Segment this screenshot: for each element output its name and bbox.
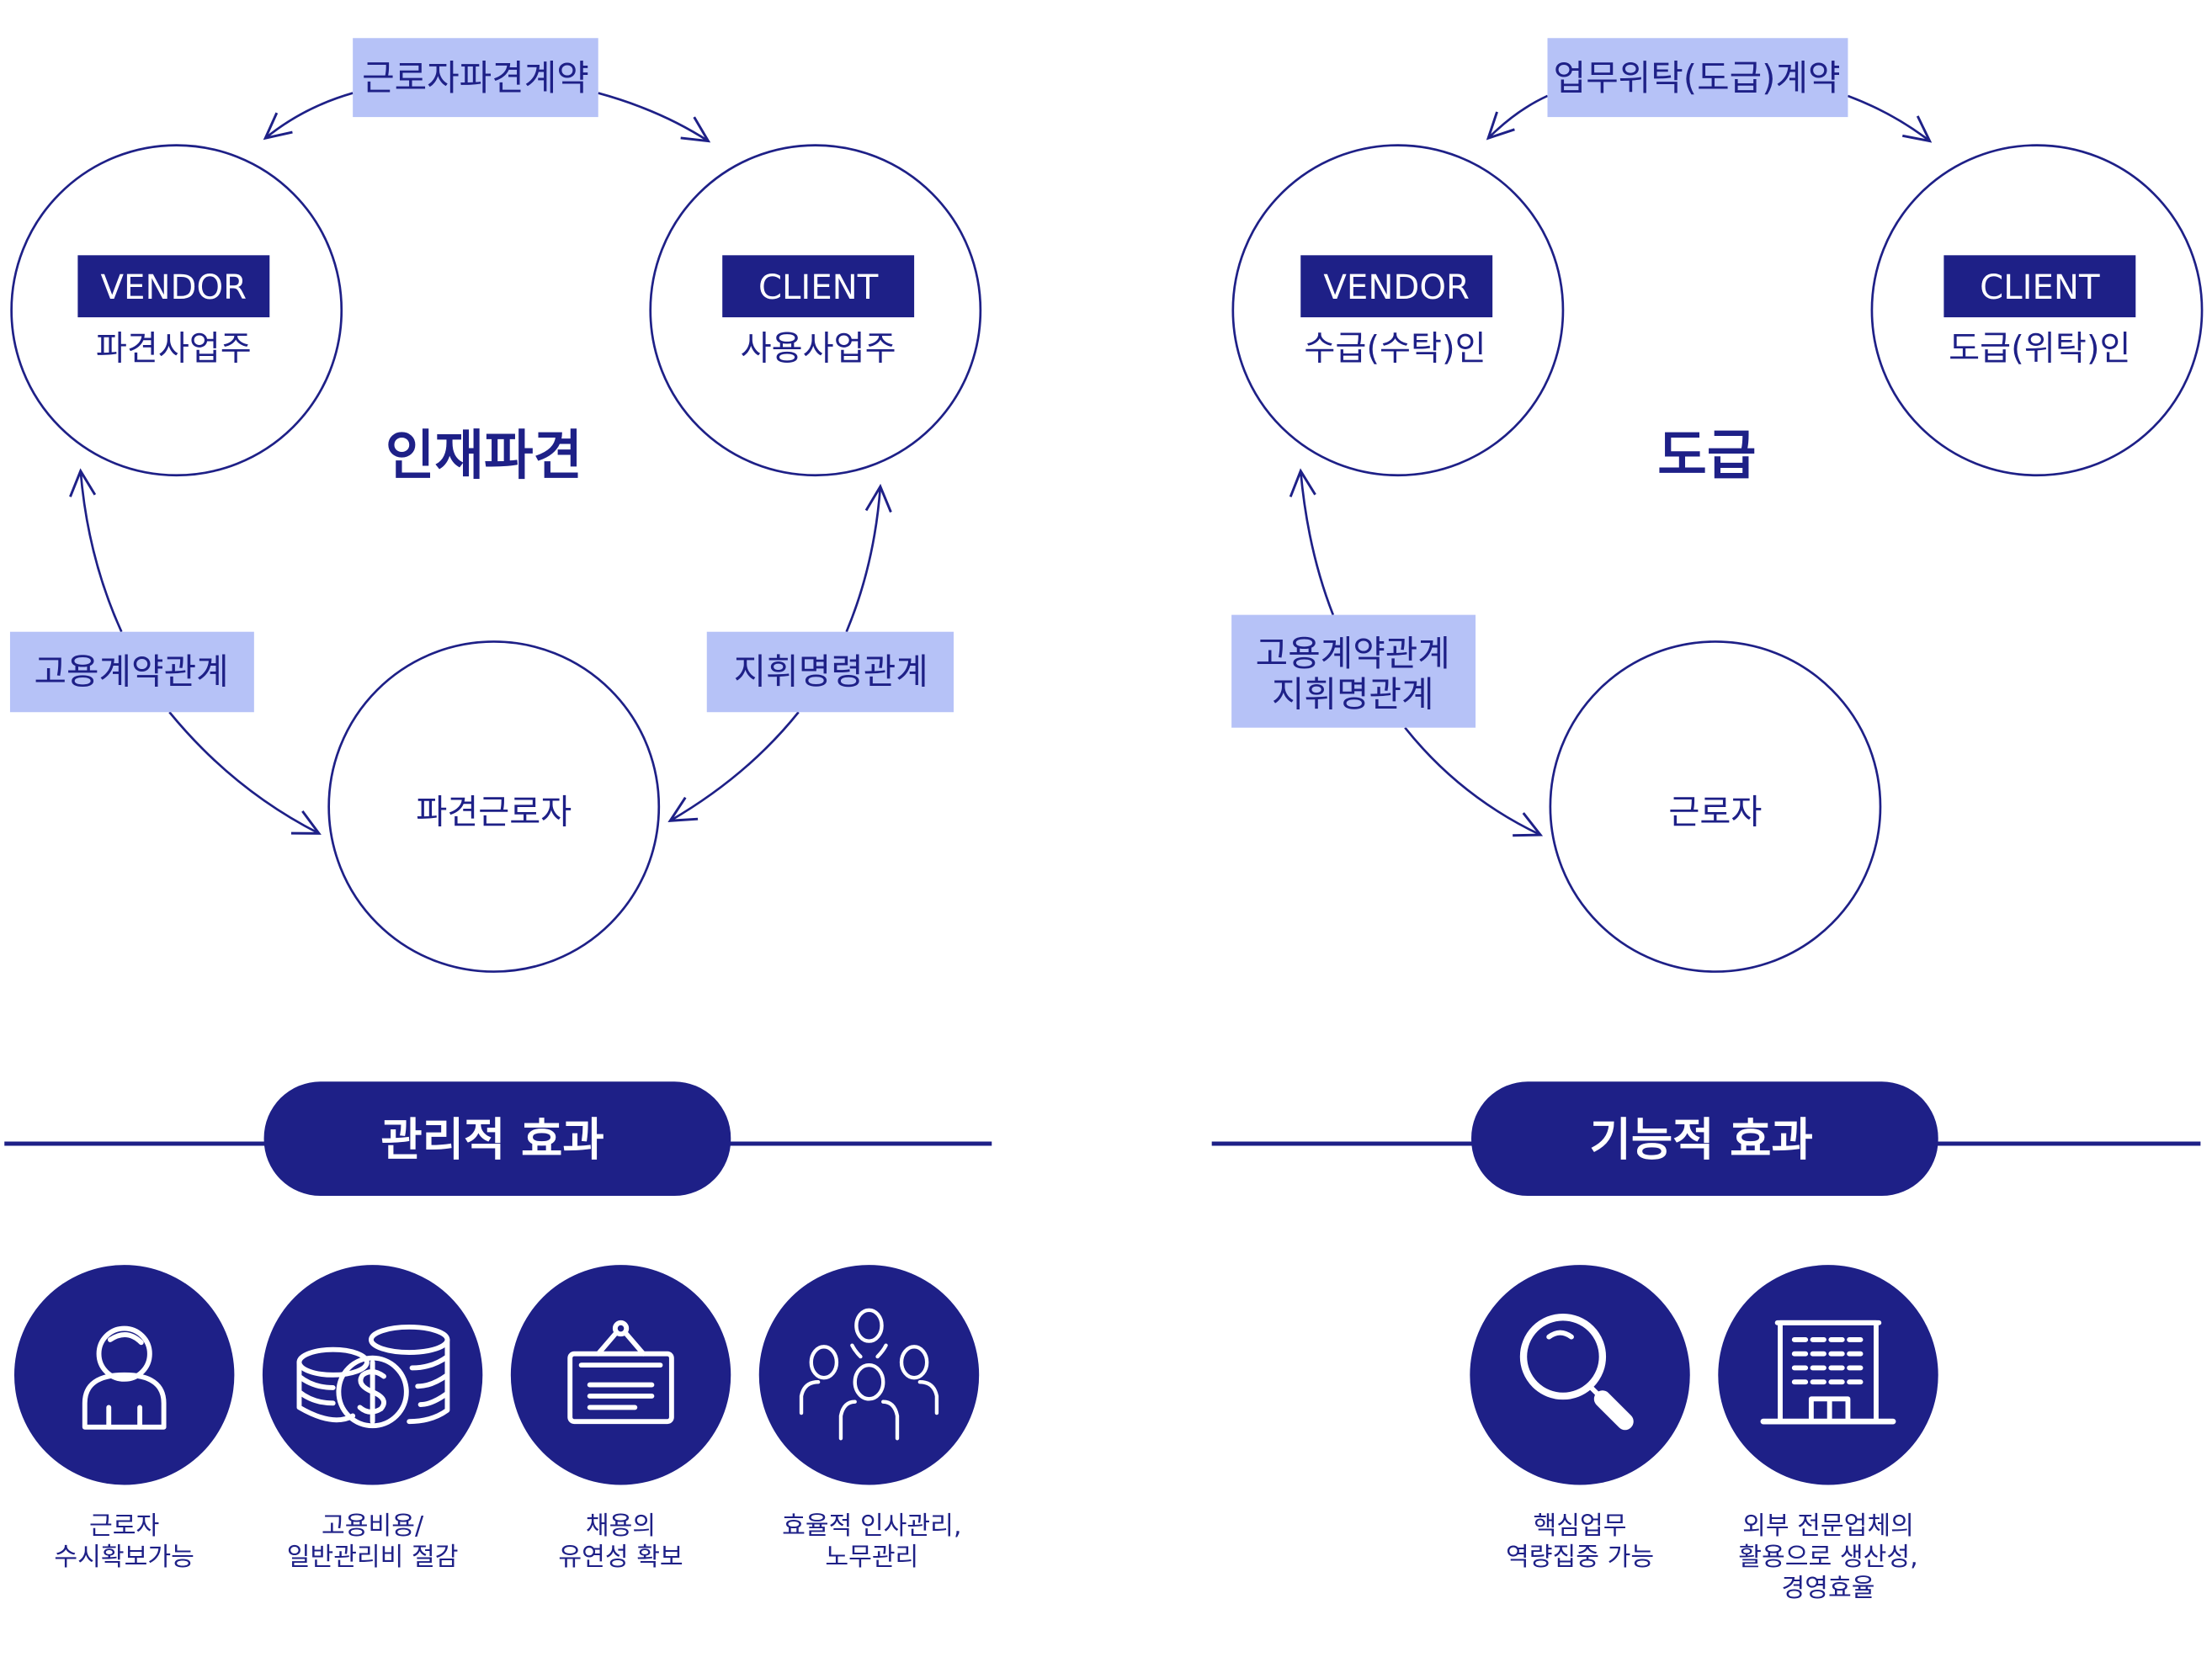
command-label: 지휘명령관계 (734, 651, 928, 693)
arrow-command-to-worker (667, 711, 800, 822)
worker-name: 파견근로자 (416, 794, 572, 832)
effect-circle (758, 1265, 980, 1485)
effect-caption-line: 고용비용/ (322, 1511, 424, 1541)
vendor-name: 수급(수탁)인 (1304, 329, 1486, 368)
worker-circle (327, 640, 661, 973)
effect-circle (1470, 1265, 1690, 1485)
arrow-relation-to-vendor (1289, 468, 1335, 616)
arrow-employment-to-worker (168, 711, 322, 835)
vendor-tag: VENDOR (101, 268, 247, 307)
effect-caption-line: 경영효율 (1781, 1574, 1874, 1603)
worker-name: 근로자 (1668, 794, 1762, 832)
admin-effects-section: 관리적 효과 근로자 수시확보가능 고용비용/ 일반관리비 절감 (4, 1081, 992, 1572)
arrow-to-client (598, 92, 711, 143)
functional-heading-pill (1471, 1081, 1938, 1197)
effect-caption-line: 유연성 확보 (558, 1543, 683, 1572)
arrow-to-vendor (1486, 94, 1549, 141)
person-icon (82, 1325, 167, 1430)
arrow-command-to-client (845, 483, 892, 633)
effect-circle (1718, 1265, 1938, 1485)
contract-label-box (1547, 38, 1848, 118)
effect-caption-line: 역량집중 가능 (1506, 1543, 1654, 1572)
client-tag: CLIENT (758, 268, 879, 307)
effect-circle (510, 1265, 731, 1485)
arrow-to-vendor (263, 92, 354, 141)
relation-label-line-2: 지휘명관계 (1272, 674, 1434, 715)
relation-label-box (1231, 614, 1476, 728)
arrow-employment-to-vendor (69, 468, 123, 633)
effect-caption-line: 효율적 인사관리, (782, 1511, 961, 1541)
employment-label-box (9, 631, 254, 713)
contract-label: 업무위탁(도급)계약 (1554, 57, 1841, 98)
vendor-tag: VENDOR (1323, 268, 1470, 307)
effect-caption-line: 핵심업무 (1534, 1511, 1627, 1541)
vendor-tag-box (77, 255, 270, 318)
client-name: 사용사업주 (741, 329, 896, 368)
client-tag-box (722, 255, 915, 318)
people-group-icon (799, 1308, 939, 1441)
client-name: 도급(위탁)인 (1949, 329, 2130, 368)
building-icon (1760, 1320, 1896, 1425)
effect-caption-line: 채용의 (586, 1511, 656, 1541)
client-tag: CLIENT (1980, 268, 2100, 307)
signboard-icon (567, 1320, 674, 1425)
coins-icon (296, 1324, 450, 1429)
contract-label-box (353, 38, 598, 118)
client-tag-box (1943, 255, 2136, 318)
dispatch-title: 인재파견 (386, 425, 582, 487)
dispatch-diagram: 근로자파견계약 VENDOR 파견사업주 CLIENT 사용사업주 인재파견 파… (9, 38, 982, 973)
subcontract-title: 도급 (1657, 425, 1756, 487)
vendor-tag-box (1300, 255, 1493, 318)
effect-caption-line: 일반관리비 절감 (287, 1543, 459, 1572)
effect-caption-line: 활용으로 생산성, (1738, 1543, 1917, 1572)
effect-caption-line: 수시확보가능 (54, 1543, 194, 1572)
arrow-relation-to-worker (1404, 726, 1544, 837)
vendor-name: 파견사업주 (96, 329, 252, 368)
subcontract-diagram: 업무위탁(도급)계약 VENDOR 수급(수탁)인 CLIENT 도급(위탁)인… (1231, 38, 2204, 973)
command-label-box (706, 631, 954, 713)
admin-heading: 관리적 효과 (380, 1113, 604, 1166)
functional-heading: 기능적 효과 (1590, 1113, 1813, 1166)
functional-effects-section: 기능적 효과 핵심업무 역량집중 가능 외부 전문업체의 활용으로 생산성, 경… (1211, 1081, 2201, 1603)
effect-caption-line: 노무관리 (825, 1543, 918, 1572)
magnifier-icon (1519, 1313, 1634, 1431)
effect-caption-line: 근로자 (89, 1511, 159, 1541)
relation-label-line-1: 고용계약관계 (1256, 633, 1450, 674)
effect-caption-line: 외부 전문업체의 (1742, 1511, 1914, 1541)
admin-heading-pill (263, 1081, 731, 1197)
worker-circle (1549, 640, 1882, 973)
contract-label: 근로자파견계약 (362, 57, 589, 98)
arrow-to-client (1847, 94, 1933, 143)
employment-label: 고용계약관계 (34, 651, 228, 693)
